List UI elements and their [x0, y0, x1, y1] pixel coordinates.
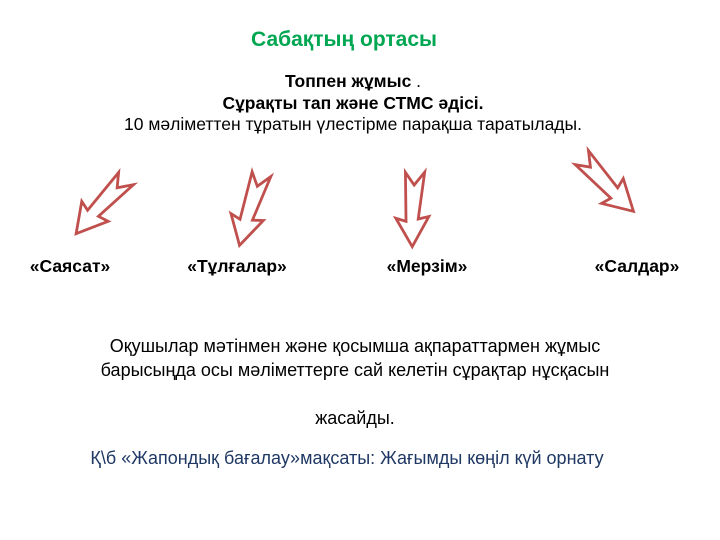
intro-line1-bold-text: Топпен жұмыс: [284, 71, 412, 91]
slide-title: Сабақтың ортасы: [251, 28, 437, 51]
intro-line-handout: 10 мәліметтен тұратын үлестірме парақша …: [124, 114, 582, 134]
intro-line-method: Сұрақты тап және СТМС әдісі.: [222, 92, 484, 113]
intro-line-group-work: Топпен жұмыс .: [0, 71, 706, 93]
down-arrow-icon-merzim: [392, 167, 432, 250]
intro-block: Топпен жұмыс . Сұрақты тап және СТМС әді…: [0, 71, 706, 136]
body-text: Оқушылар мәтінмен және қосымша ақпаратта…: [100, 336, 610, 428]
arrow-label-sayasat: «Саясат»: [29, 256, 111, 276]
down-right-arrow-icon-saldar: [570, 145, 636, 214]
down-left-arrow-icon-tulgalar: [228, 167, 275, 249]
arrow-label-tulgalar: «Тұлғалар»: [187, 256, 287, 276]
arrow-label-merzim: «Мерзім»: [386, 256, 468, 276]
footer-note: Қ\б «Жапондық бағалау»мақсаты: Жағымды к…: [90, 448, 604, 468]
arrow-label-saldar: «Салдар»: [594, 256, 680, 276]
down-left-arrow-icon-sayasat: [74, 168, 139, 236]
intro-line1-period: .: [411, 71, 422, 91]
